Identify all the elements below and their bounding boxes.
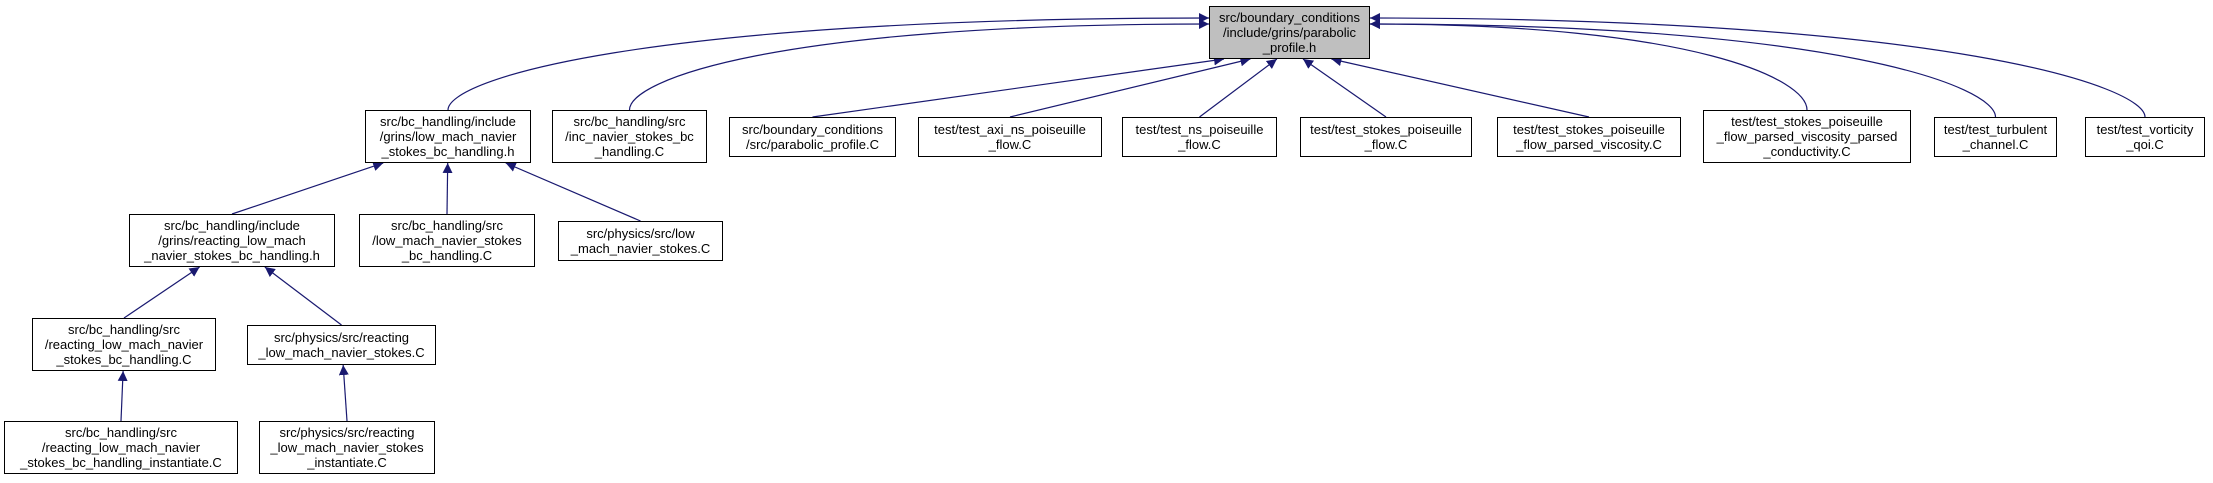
node-label: test/test_stokes_poiseuille _flow.C — [1310, 122, 1462, 152]
node-label: test/test_axi_ns_poiseuille _flow.C — [934, 122, 1086, 152]
node-label: src/bc_handling/src /low_mach_navier_sto… — [372, 218, 522, 263]
edge-reacting_inst-to-reacting_C — [117, 370, 128, 422]
node-label: test/test_turbulent _channel.C — [1943, 122, 2048, 152]
node-reacting-inst[interactable]: src/bc_handling/src /reacting_low_mach_n… — [4, 421, 238, 474]
edge-low_mach_h-to-parabolic_profile_h — [447, 13, 1210, 111]
node-label: test/test_ns_poiseuille _flow.C — [1135, 122, 1264, 152]
edge-test_stokes_visc-to-parabolic_profile_h — [1331, 56, 1590, 118]
node-test-stokes-visc[interactable]: test/test_stokes_poiseuille _flow_parsed… — [1497, 117, 1681, 157]
node-physics-low-mach[interactable]: src/physics/src/low _mach_navier_stokes.… — [558, 221, 723, 261]
node-reacting-c[interactable]: src/bc_handling/src /reacting_low_mach_n… — [32, 318, 216, 371]
node-label: src/bc_handling/include /grins/low_mach_… — [379, 114, 517, 159]
node-physics-reacting[interactable]: src/physics/src/reacting _low_mach_navie… — [247, 325, 436, 365]
node-label: src/physics/src/reacting _low_mach_navie… — [258, 330, 425, 360]
edge-physics_low_mach-to-low_mach_h — [505, 162, 641, 222]
node-label: src/physics/src/low _mach_navier_stokes.… — [570, 226, 711, 256]
node-test-ns[interactable]: test/test_ns_poiseuille _flow.C — [1122, 117, 1277, 157]
node-parabolic-profile-h: src/boundary_conditions /include/grins/p… — [1209, 6, 1370, 59]
node-label: test/test_vorticity _qoi.C — [2096, 122, 2194, 152]
node-label: test/test_stokes_poiseuille _flow_parsed… — [1513, 122, 1665, 152]
edge-test_axi-to-parabolic_profile_h — [1009, 56, 1251, 118]
node-inc-navier-c[interactable]: src/bc_handling/src /inc_navier_stokes_b… — [552, 110, 707, 163]
node-low-mach-h[interactable]: src/bc_handling/include /grins/low_mach_… — [365, 110, 531, 163]
node-label: src/boundary_conditions /src/parabolic_p… — [742, 122, 883, 152]
edge-physics_reacting_inst-to-physics_reacting — [338, 364, 349, 422]
edge-test_stokes_cond-to-parabolic_profile_h — [1369, 19, 1808, 111]
edge-test_vorticity-to-parabolic_profile_h — [1369, 13, 2146, 118]
node-label: src/bc_handling/src /reacting_low_mach_n… — [20, 425, 222, 470]
node-label: test/test_stokes_poiseuille _flow_parsed… — [1716, 114, 1898, 159]
edge-reacting_C-to-reacting_h — [123, 266, 200, 319]
node-test-vorticity[interactable]: test/test_vorticity _qoi.C — [2085, 117, 2205, 157]
node-physics-reacting-inst[interactable]: src/physics/src/reacting _low_mach_navie… — [259, 421, 435, 474]
node-label: src/bc_handling/include /grins/reacting_… — [144, 218, 320, 263]
node-low-mach-c[interactable]: src/bc_handling/src /low_mach_navier_sto… — [359, 214, 535, 267]
node-label: src/bc_handling/src /reacting_low_mach_n… — [44, 322, 204, 367]
node-test-stokes[interactable]: test/test_stokes_poiseuille _flow.C — [1300, 117, 1472, 157]
edge-inc_navier_C-to-parabolic_profile_h — [628, 19, 1210, 111]
node-reacting-h[interactable]: src/bc_handling/include /grins/reacting_… — [129, 214, 335, 267]
node-test-stokes-cond[interactable]: test/test_stokes_poiseuille _flow_parsed… — [1703, 110, 1911, 163]
edge-low_mach_C-to-low_mach_h — [442, 162, 453, 215]
node-parabolic-profile-c[interactable]: src/boundary_conditions /src/parabolic_p… — [729, 117, 896, 157]
node-label: src/physics/src/reacting _low_mach_navie… — [270, 425, 424, 470]
node-label: src/bc_handling/src /inc_navier_stokes_b… — [565, 114, 694, 159]
edge-reacting_h-to-low_mach_h — [231, 161, 384, 215]
node-label: src/boundary_conditions /include/grins/p… — [1219, 10, 1360, 55]
edge-test_turbulent-to-parabolic_profile_h — [1369, 19, 1997, 118]
edge-test_stokes-to-parabolic_profile_h — [1302, 58, 1387, 118]
edge-physics_reacting-to-reacting_h — [264, 266, 342, 326]
edge-parabolic_profile_C-to-parabolic_profile_h — [812, 55, 1225, 118]
node-test-axi[interactable]: test/test_axi_ns_poiseuille _flow.C — [918, 117, 1102, 157]
node-test-turbulent[interactable]: test/test_turbulent _channel.C — [1934, 117, 2057, 157]
edge-test_ns-to-parabolic_profile_h — [1199, 58, 1278, 118]
